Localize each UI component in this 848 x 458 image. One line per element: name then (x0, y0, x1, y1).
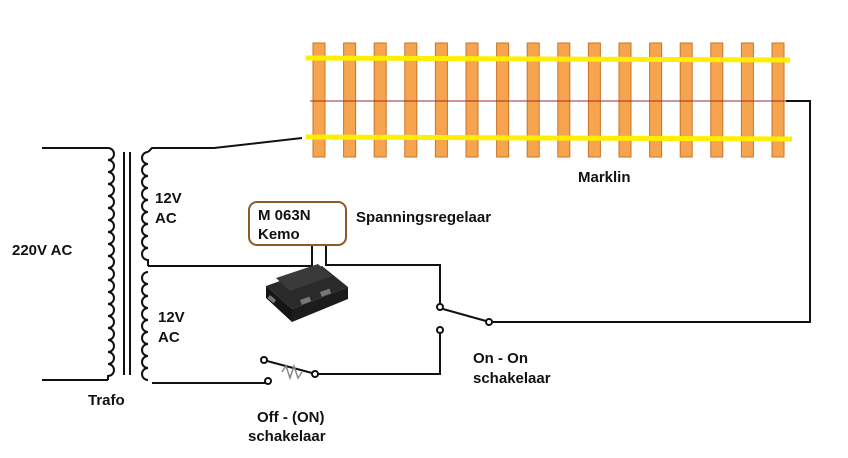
secondary-top-voltage-label: 12V (155, 190, 182, 207)
off-on-contact-bottom (264, 377, 272, 385)
module-box (248, 201, 347, 246)
track-sleeper (526, 42, 540, 158)
transformer (42, 147, 149, 381)
track-sleeper (618, 42, 632, 158)
track-sleeper (373, 42, 387, 158)
marklin-track (305, 42, 793, 158)
module-model-label: M 063N (258, 207, 311, 224)
wire-module-to-on-on (325, 244, 441, 304)
module-brand-label: Kemo (258, 226, 300, 243)
primary-coil (107, 147, 115, 380)
on-on-switch-label: On - On (473, 350, 528, 367)
track-sleeper (771, 42, 785, 158)
on-on-common-contact (485, 318, 493, 326)
rail-bottom (305, 134, 793, 142)
wire-on-on-to-track (491, 100, 811, 323)
on-on-lever (442, 308, 487, 322)
track-sleeper (404, 42, 418, 158)
rail-top (305, 55, 791, 63)
secondary-coil-top (141, 151, 149, 266)
wire-off-on-to-on-on (315, 332, 441, 375)
regulator-label: Spanningsregelaar (356, 209, 491, 226)
on-on-switch-sublabel: schakelaar (473, 370, 551, 387)
track-label: Marklin (578, 169, 631, 186)
secondary-bottom-type-label: AC (158, 329, 180, 346)
track-sleeper (434, 42, 448, 158)
track-sleeper (587, 42, 601, 158)
off-on-spring-icon (281, 363, 303, 381)
secondary-bottom-voltage-label: 12V (158, 309, 185, 326)
circuit-wires (147, 100, 811, 384)
track-sleeper (740, 42, 754, 158)
on-on-contact-bottom (436, 326, 444, 334)
off-on-switch (260, 356, 319, 385)
on-on-switch (436, 303, 493, 334)
track-sleeper (465, 42, 479, 158)
secondary-top-type-label: AC (155, 210, 177, 227)
off-on-lever (266, 360, 313, 374)
off-on-contact-top (260, 356, 268, 364)
off-on-switch-sublabel: schakelaar (248, 428, 326, 445)
off-on-common-contact (311, 370, 319, 378)
track-sleeper (343, 42, 357, 158)
on-on-contact-top (436, 303, 444, 311)
track-sleeper (679, 42, 693, 158)
track-sleepers (312, 42, 785, 158)
track-sleeper (710, 42, 724, 158)
track-sleeper (312, 42, 326, 158)
primary-voltage-label: 220V AC (12, 242, 72, 259)
track-sleeper (496, 42, 510, 158)
wire-trafo-to-track (147, 137, 303, 153)
off-on-switch-label: Off - (ON) (257, 409, 324, 426)
regulator-device-image (266, 264, 348, 322)
transformer-label: Trafo (88, 392, 125, 409)
track-sleeper (649, 42, 663, 158)
secondary-coil-bottom (141, 271, 149, 381)
track-sleeper (557, 42, 571, 158)
